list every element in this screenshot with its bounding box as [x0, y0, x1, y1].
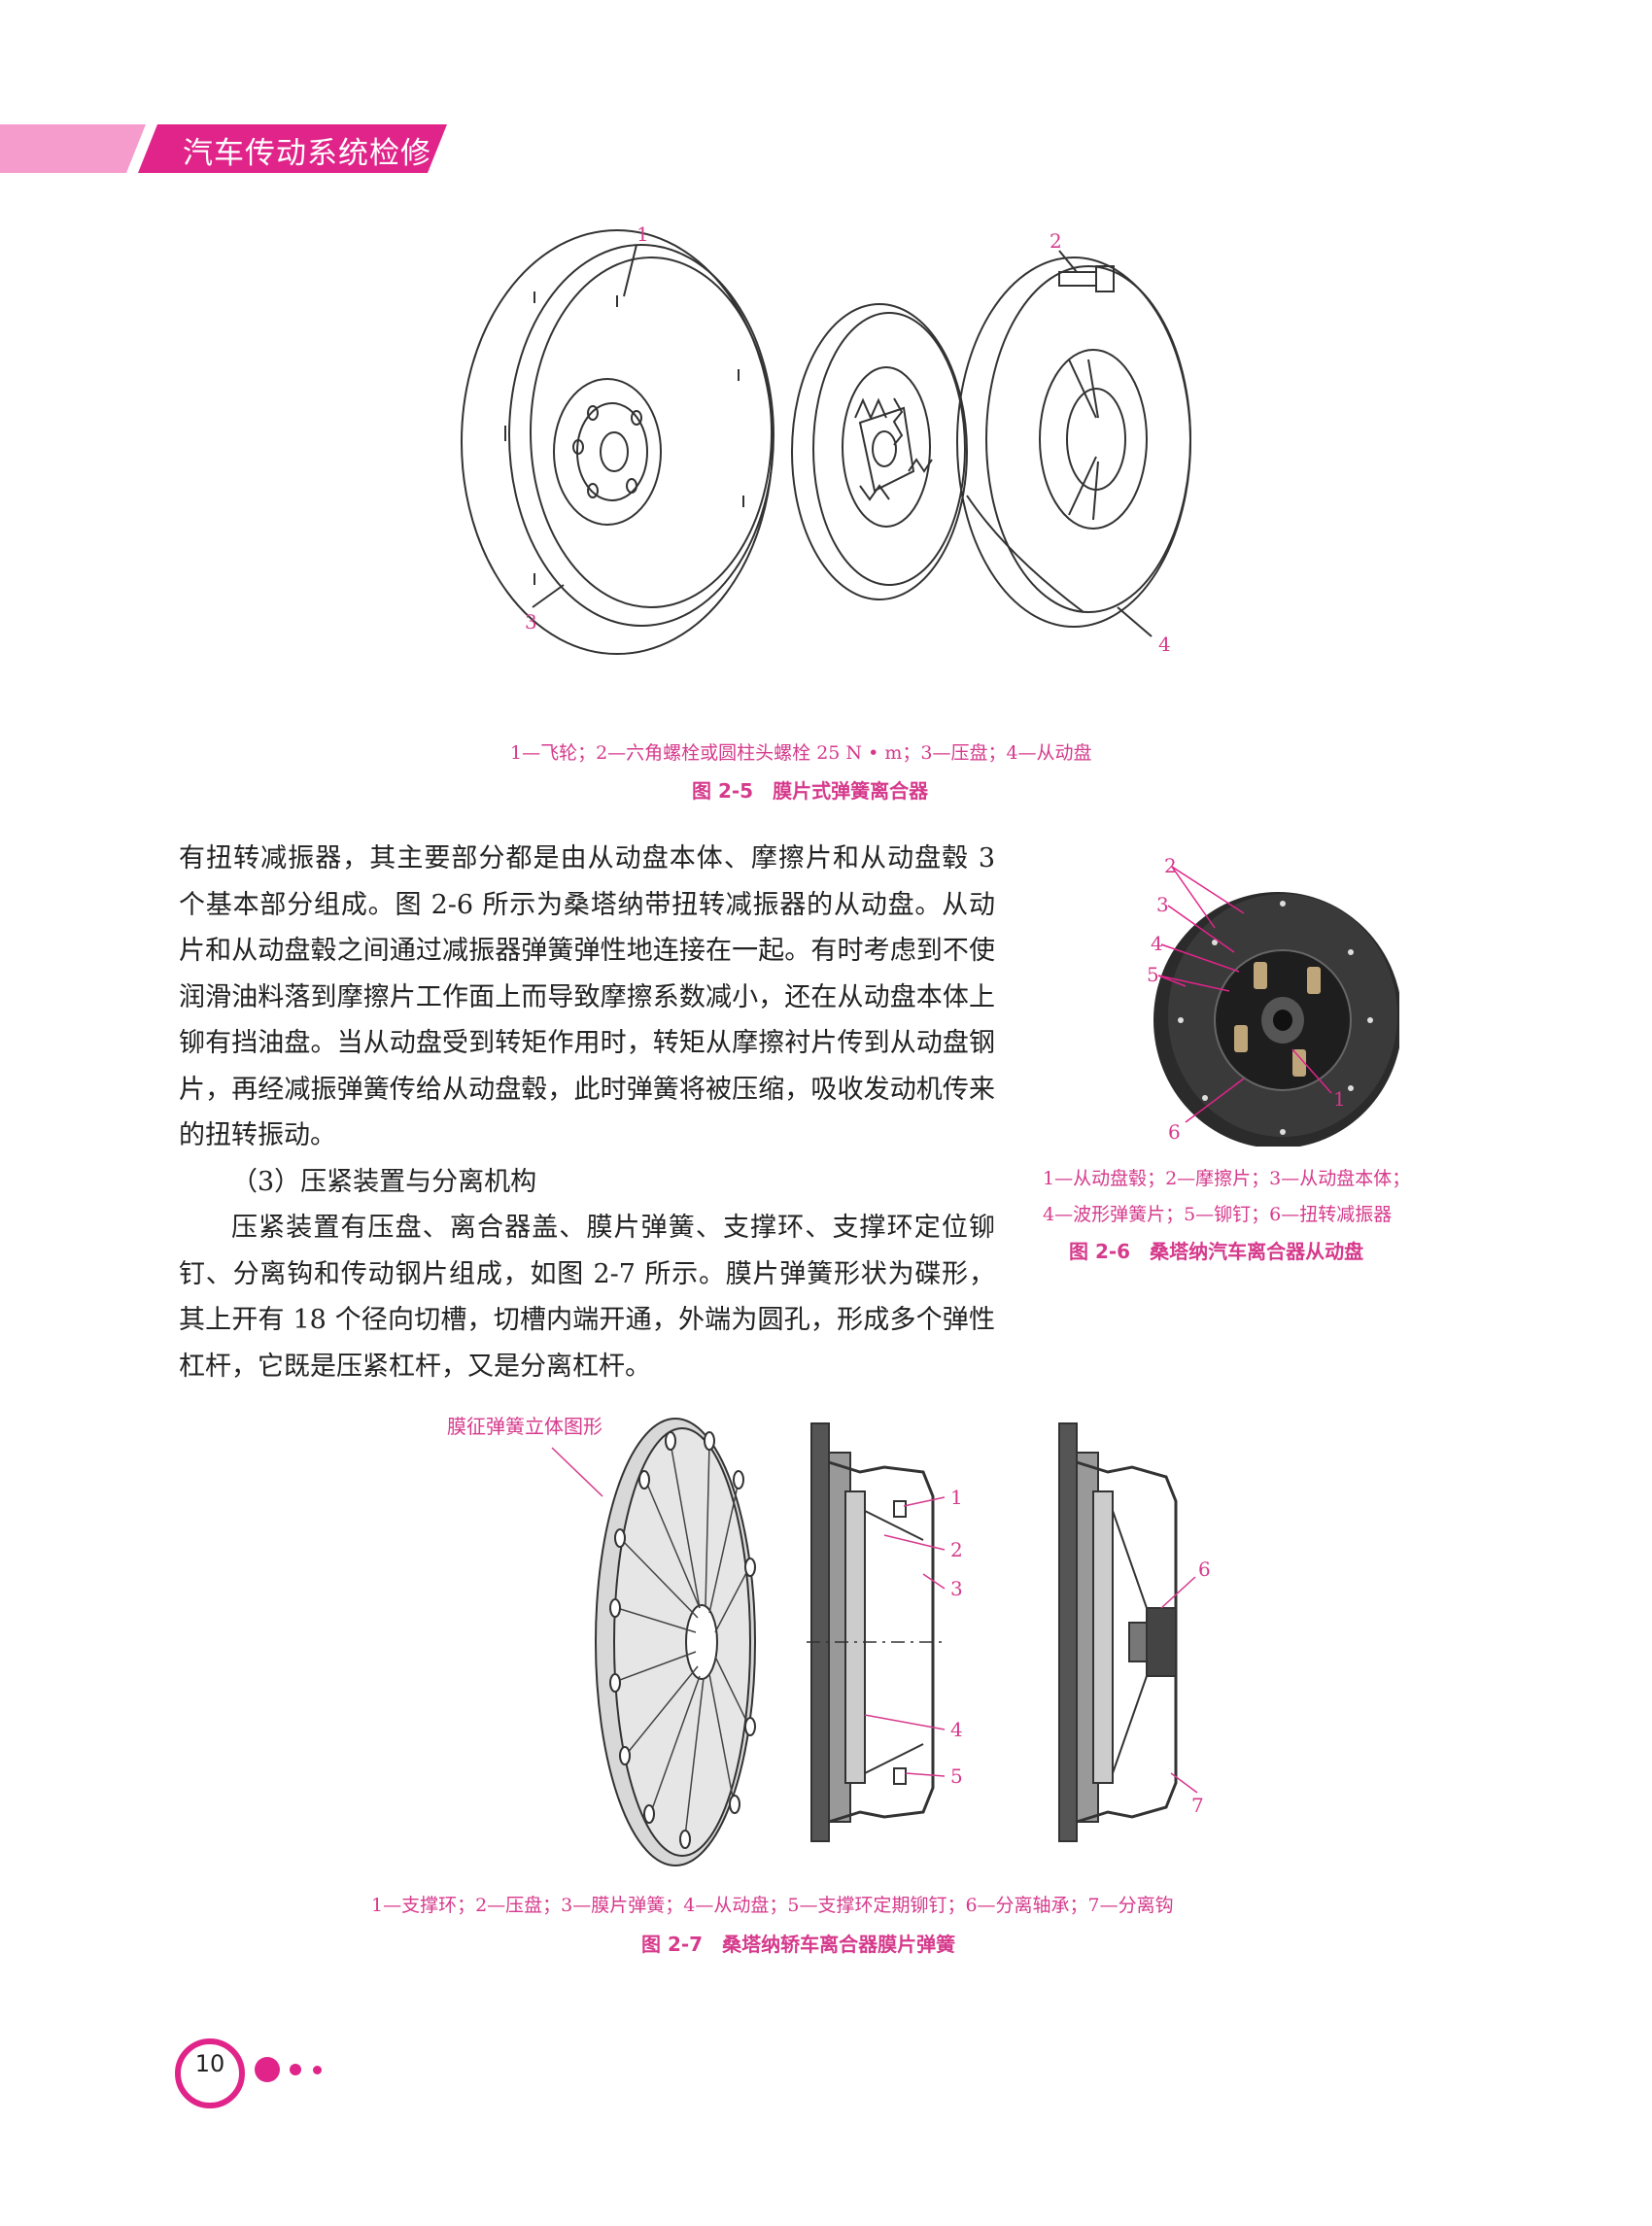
callout-1: 1 [1333, 1087, 1346, 1111]
figure-2-6-legend-line-2: 4—波形弹簧片；5—铆钉；6—扭转减振器 [1043, 1204, 1393, 1225]
driven-plate-drawing [956, 257, 1191, 628]
section-heading: （3）压紧装置与分离机构 [231, 1166, 537, 1197]
bolt-drawing [1058, 265, 1115, 292]
figure-2-7-title: 图 2-7 桑塔纳轿车离合器膜片弹簧 [641, 1933, 956, 1956]
header-title: 汽车传动系统检修 [183, 136, 431, 171]
figure-2-6-title: 图 2-6 桑塔纳汽车离合器从动盘 [1069, 1240, 1364, 1263]
callout-5: 5 [1147, 963, 1159, 986]
pressure-plate-drawing [791, 303, 968, 600]
figure-2-6-illustration: 2 3 4 5 1 6 [1147, 855, 1399, 1147]
figure-2-5-illustration: 1 2 3 4 [461, 223, 1191, 656]
figure-2-7-illustration: 膜征弹簧立体图形 1 2 3 4 5 6 7 [447, 1415, 1211, 1866]
header-banner [0, 124, 447, 173]
callout-1: 1 [637, 223, 649, 246]
callout-3: 3 [950, 1577, 963, 1600]
paragraph-1: 有扭转减振器，其主要部分都是由从动盘本体、摩擦片和从动盘毂 3 个基本部分组成。… [179, 843, 995, 1150]
figure-2-7-legend: 1—支撑环；2—压盘；3—膜片弹簧；4—从动盘；5—支撑环定期铆钉；6—分离轴承… [371, 1895, 1174, 1916]
page-number: 10 [194, 2050, 225, 2077]
callout-3: 3 [525, 610, 537, 634]
callout-4: 4 [1151, 932, 1163, 955]
diaphragm-spring-3d-drawing [595, 1418, 756, 1866]
page-number-badge [175, 2038, 245, 2108]
callout-6: 6 [1198, 1558, 1211, 1581]
cross-section-a-drawing [807, 1422, 947, 1842]
callout-6: 6 [1168, 1120, 1181, 1144]
callout-4: 4 [1158, 633, 1171, 656]
callout-2: 2 [1050, 229, 1062, 253]
callout-1: 1 [950, 1486, 963, 1509]
callout-3: 3 [1156, 893, 1169, 916]
figure-2-5-title: 图 2-5 膜片式弹簧离合器 [692, 779, 929, 803]
cross-section-b-drawing [1058, 1422, 1198, 1842]
decorative-dot-medium [290, 2064, 301, 2075]
callout-5: 5 [950, 1764, 963, 1788]
flywheel-drawing [461, 229, 774, 655]
figure-2-5-legend: 1—飞轮；2—六角螺栓或圆柱头螺栓 25 N • m；3—压盘；4—从动盘 [510, 742, 1092, 764]
callout-4: 4 [950, 1718, 963, 1741]
paragraph-2: 压紧装置有压盘、离合器盖、膜片弹簧、支撑环、支撑环定位铆钉、分离钩和传动钢片组成… [179, 1213, 995, 1382]
decorative-dot-large [255, 2057, 280, 2082]
header-banner-shape [0, 124, 447, 173]
callout-2: 2 [1164, 855, 1177, 877]
body-text: 有扭转减振器，其主要部分都是由从动盘本体、摩擦片和从动盘毂 3 个基本部分组成。… [179, 836, 995, 1389]
callout-7: 7 [1191, 1794, 1204, 1817]
callout-2: 2 [950, 1538, 963, 1561]
decorative-dot-small [313, 2066, 322, 2074]
figure-2-6-legend-line-1: 1—从动盘毂；2—摩擦片；3—从动盘本体； [1043, 1168, 1411, 1189]
diaphragm-spring-3d-label: 膜征弹簧立体图形 [447, 1415, 602, 1438]
